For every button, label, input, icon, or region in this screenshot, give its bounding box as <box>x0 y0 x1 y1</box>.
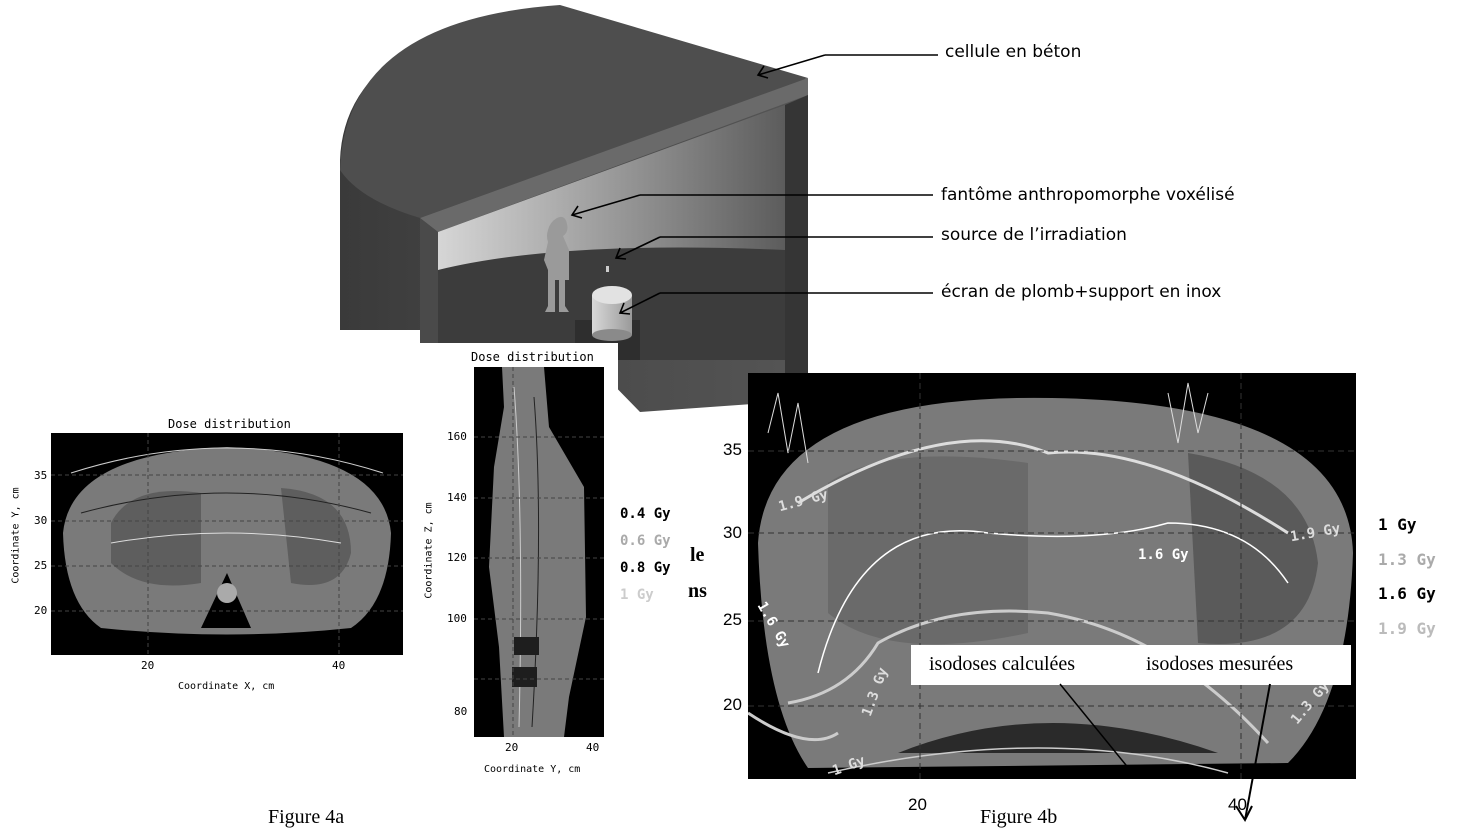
fig4b-legend-0: 1 Gy <box>1378 515 1417 534</box>
fig4b-legend-2: 1.6 Gy <box>1378 584 1436 603</box>
fig4b-legend-1: 1.3 Gy <box>1378 550 1436 569</box>
figure-4b-caption: Figure 4b <box>980 806 1057 829</box>
fig4b-legend-3: 1.9 Gy <box>1378 619 1436 638</box>
